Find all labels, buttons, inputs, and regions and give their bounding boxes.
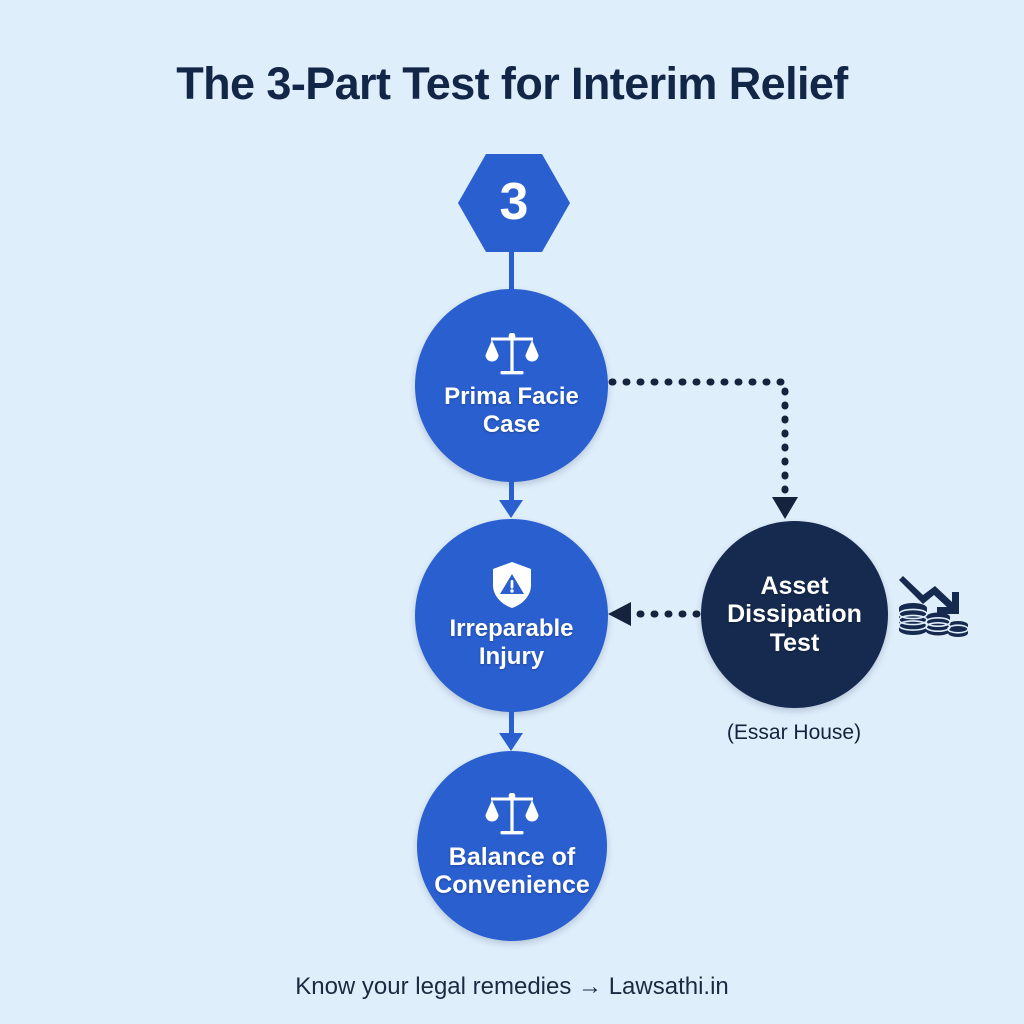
node-asset-line2: Dissipation [727,600,862,629]
arrowhead-prima-to-asset [772,497,798,519]
declining-coins-icon [898,576,969,637]
node-asset-dissipation-label: Asset Dissipation Test [727,572,862,657]
page-title: The 3-Part Test for Interim Relief [176,58,848,109]
node-prima-facie-line2: Case [482,410,541,438]
node-prima-facie-line1: Prima Facie [444,383,579,411]
node-balance-line2: Convenience [434,871,590,899]
node-asset-line3: Test [769,628,820,657]
shield-warning-icon [492,562,531,609]
scales-of-justice-icon [485,792,539,835]
node-balance-of-convenience[interactable]: Balance of Convenience [417,751,607,941]
footer-text: Know your legal remedies → Lawsathi.in [295,973,729,1000]
connector-badge-to-prima-facie [509,250,514,296]
badge-number: 3 [499,173,529,231]
node-irreparable-injury-line1: Irreparable [449,615,574,643]
step-count-badge: 3 [458,154,570,252]
node-asset-line1: Asset [760,572,829,601]
dotted-path-prima-to-asset [608,378,789,504]
connector-injury-to-balance-line [509,710,514,738]
arrowhead-asset-to-injury [608,602,631,626]
node-asset-dissipation-test[interactable]: Asset Dissipation Test [701,521,888,708]
node-prima-facie-label: Prima Facie Case [444,383,579,437]
node-balance-line1: Balance of [448,842,576,871]
connector-prima-to-injury-line [509,478,514,506]
scales-of-justice-icon [485,333,538,375]
node-irreparable-injury-label: Irreparable Injury [449,615,573,669]
asset-dissipation-caption: (Essar House) [726,721,862,744]
connector-injury-to-balance-arrowhead [499,733,523,751]
node-prima-facie-case[interactable]: Prima Facie Case [415,289,608,482]
node-balance-of-convenience-label: Balance of Convenience [434,843,590,900]
connector-prima-to-injury-arrowhead [499,500,523,518]
node-irreparable-injury-line2: Injury [478,642,545,670]
node-irreparable-injury[interactable]: Irreparable Injury [415,519,608,712]
